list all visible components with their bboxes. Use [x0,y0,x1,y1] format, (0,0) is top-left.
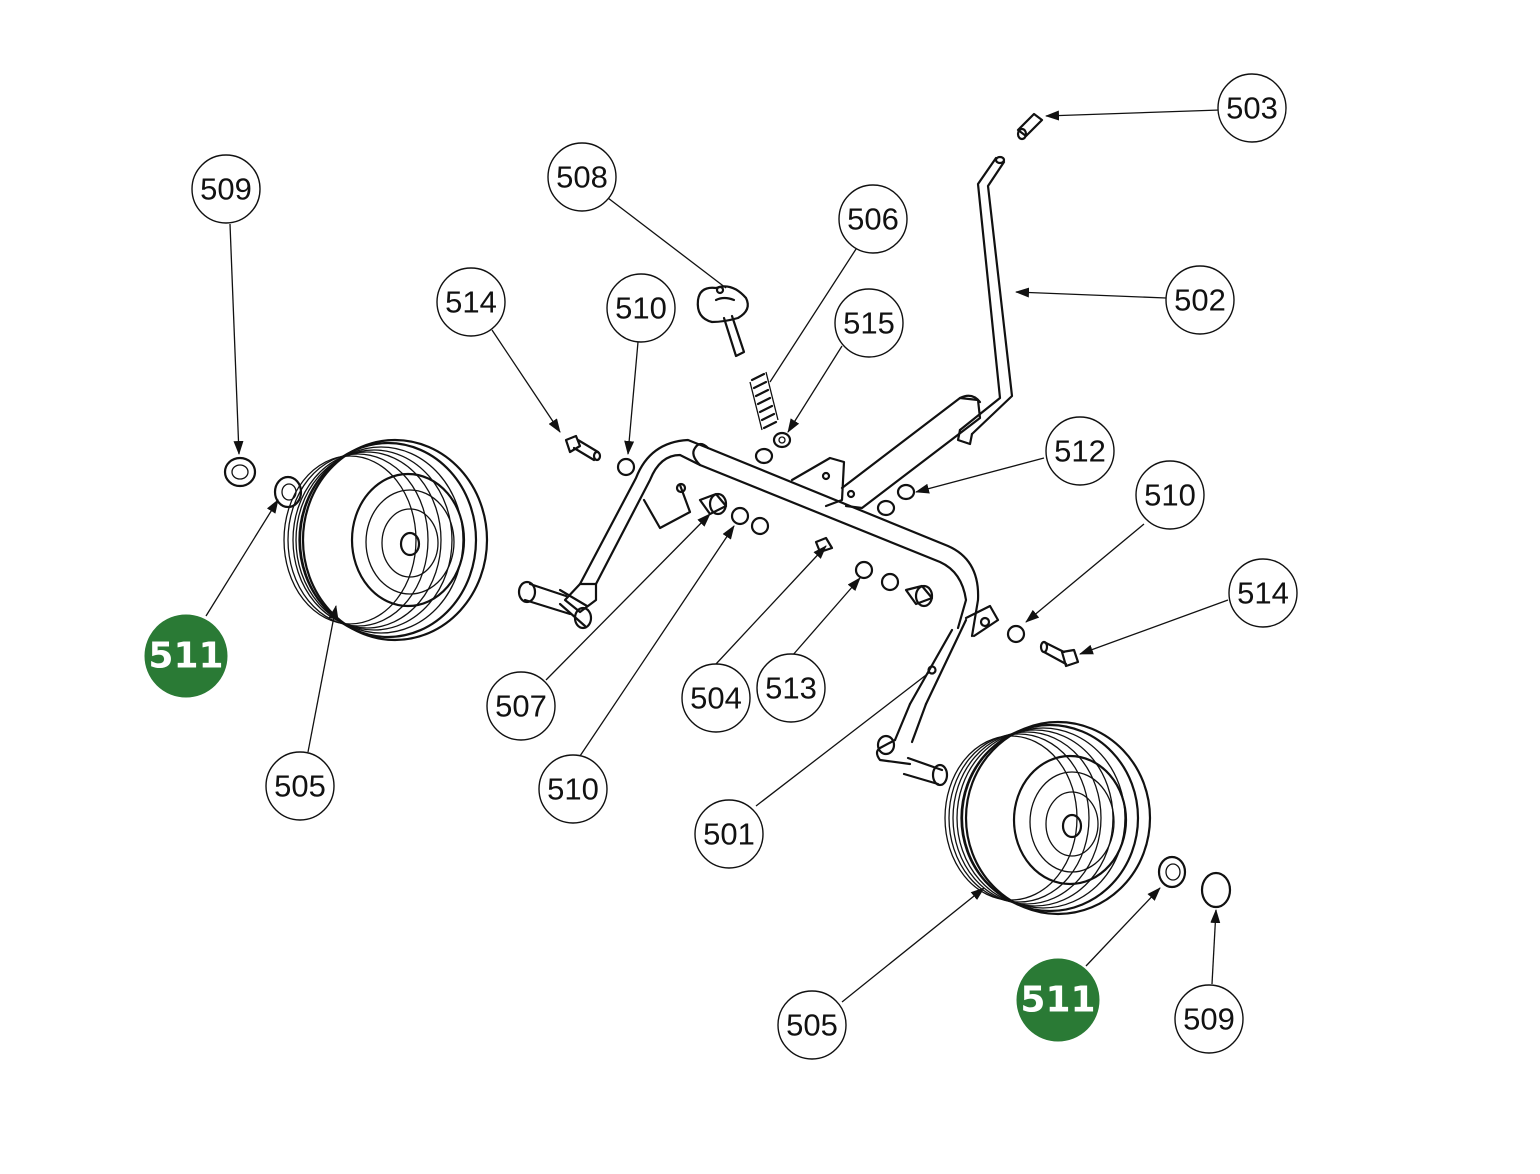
callout-505-left: 505 [265,751,335,821]
svg-text:506: 506 [847,202,899,237]
svg-text:511: 511 [148,636,223,677]
svg-text:503: 503 [1226,91,1278,126]
callout-510-top: 510 [606,273,676,343]
callout-505-right: 505 [777,990,847,1060]
knob-508 [696,285,749,358]
callout-510-bottom: 510 [538,754,608,824]
callout-511-right: 511 [1016,958,1100,1042]
pin-503 [1016,112,1044,141]
callout-507: 507 [486,671,556,741]
svg-text:509: 509 [1183,1002,1235,1037]
callout-515: 515 [834,288,904,358]
callout-503: 503 [1217,73,1287,143]
wheel-left [283,438,489,642]
bushing-507 [698,492,728,516]
washer-510-right [1006,624,1026,644]
svg-text:511: 511 [1020,980,1095,1021]
callout-501: 501 [694,799,764,869]
callout-514-right: 514 [1228,558,1298,628]
callout-512: 512 [1045,416,1115,486]
bushing-frame-right [904,584,934,608]
svg-text:510: 510 [547,772,599,807]
cap-509-right [1200,871,1232,909]
washer-511-right [1157,855,1187,889]
nut-mid [750,516,770,536]
bolt-514-left [564,434,602,462]
callout-506: 506 [838,184,908,254]
nut-513 [854,560,874,580]
wheel-right [944,720,1152,916]
frame-501 [517,438,1000,787]
svg-text:502: 502 [1174,283,1226,318]
bolt-514-right [1039,640,1080,668]
svg-text:515: 515 [843,306,895,341]
callout-509-right: 509 [1174,984,1244,1054]
pin-504 [814,536,834,554]
washer-509-left [223,456,257,488]
callout-514-left: 514 [436,267,506,337]
svg-text:507: 507 [495,689,547,724]
callout-510-right: 510 [1135,460,1205,530]
callout-502: 502 [1165,265,1235,335]
leader-lines [205,109,1229,1003]
washer-frame-right [880,572,900,592]
callout-509-left: 509 [191,154,261,224]
parts-drawing [223,112,1232,916]
svg-text:514: 514 [1237,576,1289,611]
svg-text:513: 513 [765,671,817,706]
svg-text:514: 514 [445,285,497,320]
callouts: 503 508 509 506 514 510 515 502 [144,73,1298,1060]
svg-text:510: 510 [615,291,667,326]
washer-510-top [616,457,636,477]
bushing-515 [754,431,792,465]
callout-513: 513 [756,653,826,723]
frame-bracket [790,394,982,510]
washer-511-left [273,475,303,509]
svg-text:505: 505 [274,769,326,804]
callout-508: 508 [547,142,617,212]
svg-text:509: 509 [200,172,252,207]
handle-502 [956,155,1014,446]
nut-512 [876,483,916,517]
svg-text:505: 505 [786,1008,838,1043]
spring-506 [749,371,779,431]
svg-text:508: 508 [556,160,608,195]
callout-504: 504 [681,663,751,733]
svg-text:510: 510 [1144,478,1196,513]
svg-text:501: 501 [703,817,755,852]
svg-text:504: 504 [690,681,742,716]
svg-text:512: 512 [1054,434,1106,469]
washer-510-mid [730,506,750,526]
callout-511-left: 511 [144,614,228,698]
